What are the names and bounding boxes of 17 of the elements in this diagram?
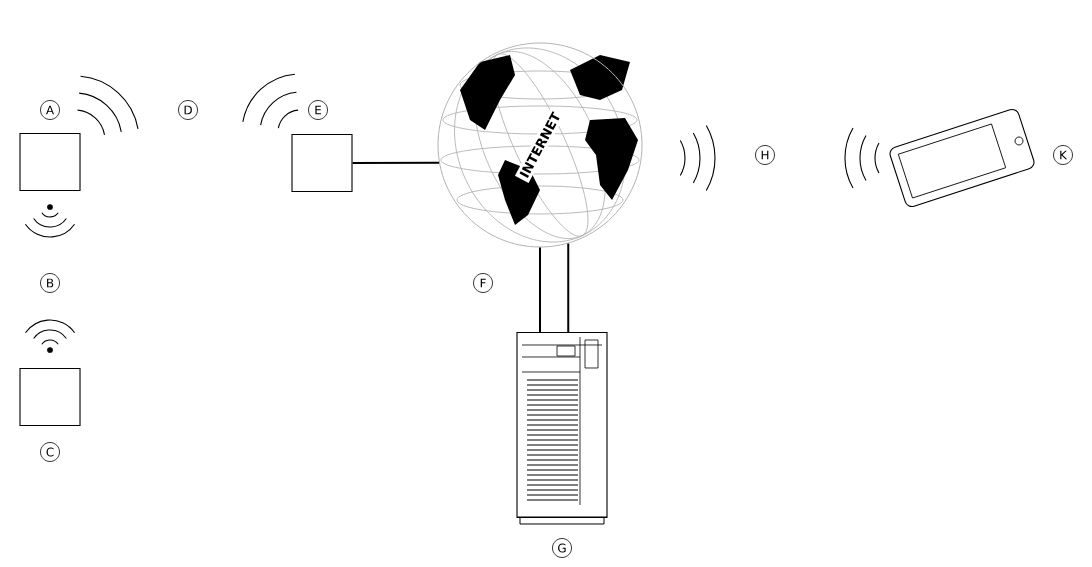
cable-line: [351, 161, 441, 164]
device-box: [19, 132, 81, 192]
cable-line: [539, 246, 541, 333]
device-box: [291, 133, 353, 193]
callout-letter: G: [552, 538, 572, 558]
server-drawing: [516, 331, 608, 525]
callout-letter: B: [40, 273, 60, 293]
callout-letter: C: [40, 442, 60, 462]
callout-letter: F: [473, 273, 493, 293]
callout-letter: K: [1053, 145, 1073, 165]
callout-letter: A: [40, 100, 60, 120]
callout-letter: E: [308, 100, 328, 120]
device-box: [19, 367, 81, 427]
smartphone-drawing: [897, 123, 1024, 199]
callout-letter: D: [178, 100, 198, 120]
callout-letter: H: [755, 145, 775, 165]
cable-line: [567, 242, 570, 333]
